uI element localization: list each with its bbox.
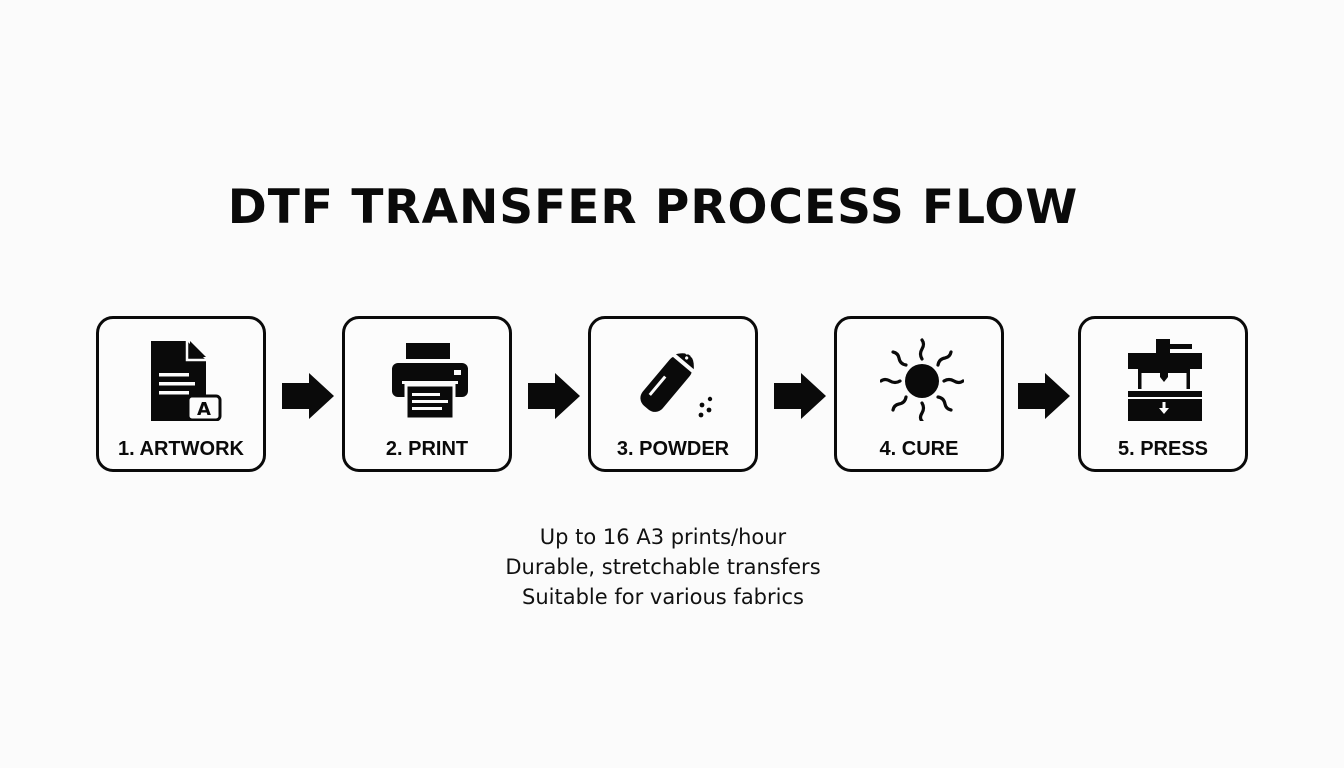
step-artwork: A 1. ARTWORK bbox=[96, 316, 266, 472]
step-cure: 4. CURE bbox=[834, 316, 1004, 472]
arrow-right-icon bbox=[1016, 373, 1072, 419]
step-label: 1. ARTWORK bbox=[118, 438, 244, 460]
page-title: DTF TRANSFER PROCESS FLOW bbox=[227, 180, 1079, 235]
step-label: 4. CURE bbox=[879, 438, 959, 460]
printer-icon bbox=[388, 337, 472, 421]
benefit-item: Durable, stretchable transfers bbox=[505, 555, 821, 579]
heat-press-icon bbox=[1124, 337, 1208, 421]
benefits-list: Up to 16 A3 prints/hour Durable, stretch… bbox=[0, 522, 1326, 612]
arrow-right-icon bbox=[280, 373, 336, 419]
benefit-item: Up to 16 A3 prints/hour bbox=[539, 525, 787, 549]
svg-text:A: A bbox=[197, 399, 211, 420]
sun-icon bbox=[880, 337, 964, 421]
arrow-right-icon bbox=[772, 373, 828, 419]
step-press: 5. PRESS bbox=[1078, 316, 1248, 472]
step-label: 3. POWDER bbox=[616, 438, 730, 460]
step-print: 2. PRINT bbox=[342, 316, 512, 472]
powder-shaker-icon bbox=[634, 337, 718, 421]
benefit-item: Suitable for various fabrics bbox=[522, 585, 804, 609]
step-powder: 3. POWDER bbox=[588, 316, 758, 472]
document-artwork-icon: A bbox=[142, 337, 226, 421]
step-label: 2. PRINT bbox=[385, 438, 469, 460]
arrow-right-icon bbox=[526, 373, 582, 419]
step-label: 5. PRESS bbox=[1117, 438, 1209, 460]
